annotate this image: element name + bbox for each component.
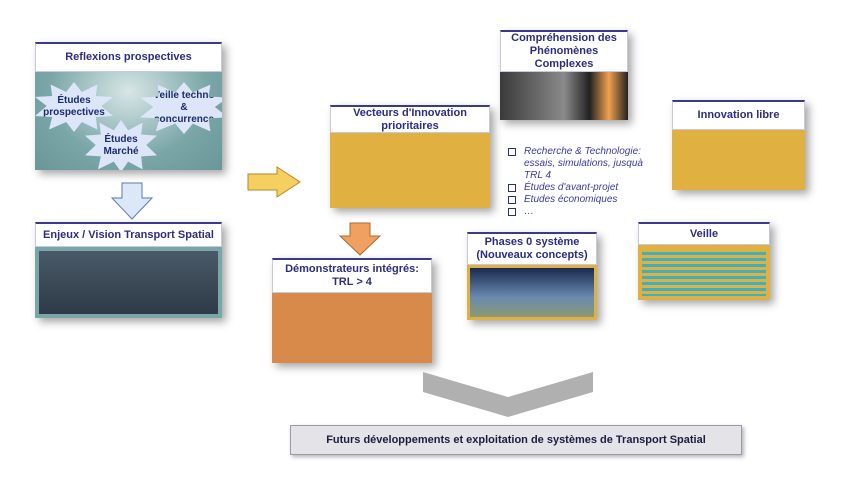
vecteurs-card: Vecteurs d'Innovation prioritaires bbox=[330, 105, 490, 208]
orange-down-arrow bbox=[338, 222, 382, 256]
innovation-image bbox=[672, 130, 805, 190]
enjeux-title: Enjeux / Vision Transport Spatial bbox=[35, 222, 222, 247]
list-item: … bbox=[508, 206, 664, 218]
demonstrateurs-image bbox=[272, 293, 432, 363]
phases-image bbox=[467, 265, 597, 320]
list-item: Recherche & Technologie: essais, simulat… bbox=[508, 146, 664, 182]
comprehension-image bbox=[500, 72, 628, 120]
vecteurs-title: Vecteurs d'Innovation prioritaires bbox=[330, 105, 490, 133]
reflexions-card: Reflexions prospectives Études prospecti… bbox=[35, 42, 222, 170]
right-arrow bbox=[247, 166, 301, 198]
list-item: Études d'avant-projet bbox=[508, 182, 664, 194]
innovation-title: Innovation libre bbox=[672, 100, 805, 130]
chevron-down-shape bbox=[423, 372, 593, 417]
phases-title: Phases 0 système (Nouveaux concepts) bbox=[467, 232, 597, 265]
demonstrateurs-card: Démonstrateurs intégrés: TRL > 4 bbox=[272, 258, 432, 363]
footer-box: Futurs développements et exploitation de… bbox=[290, 425, 742, 455]
veille-card: Veille bbox=[638, 222, 770, 300]
demonstrateurs-title: Démonstrateurs intégrés: TRL > 4 bbox=[272, 258, 432, 293]
innovation-card: Innovation libre bbox=[672, 100, 805, 190]
vecteurs-image bbox=[330, 133, 490, 208]
down-arrow bbox=[110, 182, 154, 220]
bubble-veille-techno: Veille techno & concurrence bbox=[140, 82, 222, 134]
enjeux-image bbox=[35, 247, 222, 318]
veille-title: Veille bbox=[638, 222, 770, 245]
list-item: Etudes économiques bbox=[508, 194, 664, 206]
comprehension-card: Compréhension des Phénomènes Complexes bbox=[500, 30, 628, 120]
activities-list: Recherche & Technologie: essais, simulat… bbox=[508, 146, 664, 218]
reflexions-title: Reflexions prospectives bbox=[35, 42, 222, 72]
veille-image bbox=[638, 245, 770, 300]
comprehension-title: Compréhension des Phénomènes Complexes bbox=[500, 30, 628, 72]
enjeux-card: Enjeux / Vision Transport Spatial bbox=[35, 222, 222, 318]
reflexions-image: Études prospectives Veille techno & conc… bbox=[35, 72, 222, 170]
phases-card: Phases 0 système (Nouveaux concepts) bbox=[467, 232, 597, 320]
